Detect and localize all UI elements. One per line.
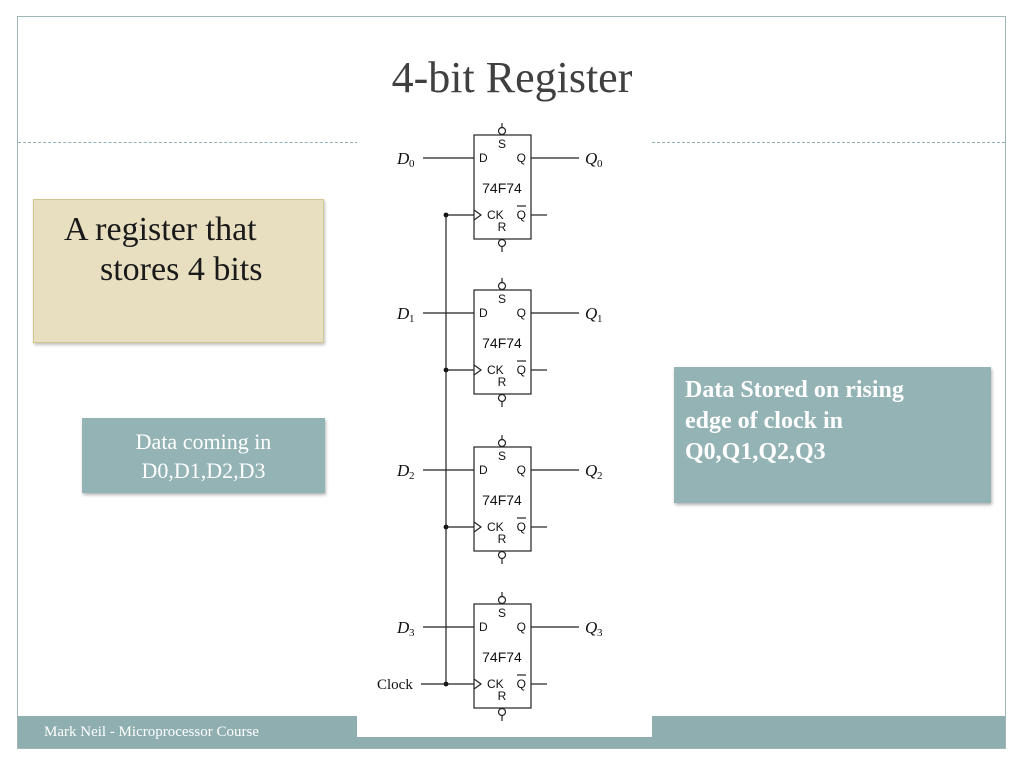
- input-line-2: D0,D1,D2,D3: [141, 458, 266, 483]
- output-line-1: Data Stored on rising: [685, 377, 904, 403]
- q-output-index-2: 2: [597, 470, 603, 482]
- output-line-3: Q0,Q1,Q2,Q3: [685, 439, 826, 465]
- reset-bubble-3: [497, 707, 507, 717]
- d-input-letter-1: D: [396, 304, 410, 323]
- register-description-callout: A register that stores 4 bits: [33, 199, 324, 343]
- q-output-index-3: 3: [597, 627, 603, 639]
- output-line-2: edge of clock in: [685, 408, 843, 434]
- q-pin-label-1: Q: [517, 306, 526, 320]
- slide-title: 4-bit Register: [391, 53, 633, 102]
- clock-input-label: Clock: [377, 677, 413, 693]
- q-pin-label-2: Q: [517, 463, 526, 477]
- clock-edge-marker-2: [473, 521, 483, 533]
- d-pin-label-0: D: [479, 151, 488, 165]
- title-divider-right: [652, 142, 1005, 143]
- d-input-letter-3: D: [396, 618, 410, 637]
- qbar-pin-label-3: Q: [517, 677, 526, 691]
- reset-bubble-1: [497, 393, 507, 403]
- set-pin-label-2: S: [498, 449, 506, 463]
- q-pin-label-3: Q: [517, 620, 526, 634]
- clock-pin-label-2: CK: [487, 520, 504, 534]
- d-input-letter-0: D: [396, 149, 410, 168]
- flipflop-box-0: [473, 134, 532, 240]
- set-bubble-1: [497, 281, 507, 291]
- flipflop-box-2: [473, 446, 532, 552]
- clock-pin-label-0: CK: [487, 208, 504, 222]
- reset-pin-label-1: R: [498, 375, 507, 389]
- set-bubble-3: [497, 595, 507, 605]
- d-input-index-0: 0: [409, 158, 415, 170]
- d-input-index-2: 2: [409, 470, 415, 482]
- set-pin-label-1: S: [498, 292, 506, 306]
- clock-edge-marker-3: [473, 678, 483, 690]
- clock-edge-marker-0: [473, 209, 483, 221]
- q-output-index-0: 0: [597, 158, 603, 170]
- set-pin-label-0: S: [498, 137, 506, 151]
- clock-pin-label-1: CK: [487, 363, 504, 377]
- input-data-callout: Data coming in D0,D1,D2,D3: [82, 418, 325, 493]
- q-output-index-1: 1: [597, 313, 603, 325]
- set-bubble-0: [497, 126, 507, 136]
- d-input-letter-2: D: [396, 461, 410, 480]
- input-line-1: Data coming in: [135, 429, 272, 454]
- reset-pin-label-0: R: [498, 220, 507, 234]
- register-line-2: stores 4 bits: [100, 251, 263, 288]
- set-bubble-2: [497, 438, 507, 448]
- d-pin-label-3: D: [479, 620, 488, 634]
- reset-bubble-2: [497, 550, 507, 560]
- reset-pin-label-3: R: [498, 689, 507, 703]
- d-input-index-3: 3: [409, 627, 415, 639]
- q-output-letter-0: Q: [585, 149, 597, 168]
- chip-label-3: 74F74: [482, 649, 522, 665]
- title-divider-left: [18, 142, 358, 143]
- d-pin-label-1: D: [479, 306, 488, 320]
- chip-label-2: 74F74: [482, 492, 522, 508]
- output-data-callout: Data Stored on rising edge of clock in Q…: [674, 367, 991, 503]
- footer-text: Mark Neil - Microprocessor Course: [44, 724, 259, 740]
- chip-label-0: 74F74: [482, 180, 522, 196]
- q-output-letter-3: Q: [585, 618, 597, 637]
- chip-label-1: 74F74: [482, 335, 522, 351]
- reset-bubble-0: [497, 238, 507, 248]
- q-output-letter-1: Q: [585, 304, 597, 323]
- clock-pin-label-3: CK: [487, 677, 504, 691]
- flipflop-box-1: [473, 289, 532, 395]
- clock-edge-marker-1: [473, 364, 483, 376]
- register-line-1: A register that: [64, 211, 257, 248]
- qbar-pin-label-1: Q: [517, 363, 526, 377]
- qbar-pin-label-0: Q: [517, 208, 526, 222]
- flipflop-box-3: [473, 603, 532, 709]
- d-pin-label-2: D: [479, 463, 488, 477]
- set-pin-label-3: S: [498, 606, 506, 620]
- qbar-pin-label-2: Q: [517, 520, 526, 534]
- q-output-letter-2: Q: [585, 461, 597, 480]
- q-pin-label-0: Q: [517, 151, 526, 165]
- d-input-index-1: 1: [409, 313, 415, 325]
- reset-pin-label-2: R: [498, 532, 507, 546]
